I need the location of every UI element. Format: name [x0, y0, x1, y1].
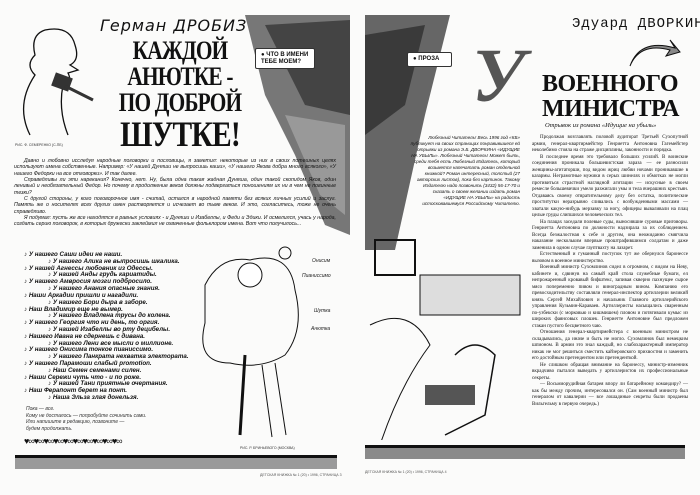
- title-line: ПО ДОБРОЙ: [118, 88, 242, 117]
- saying-item: ♪ Наши Сережи чуть что - и по роже.: [24, 373, 142, 381]
- saying-item: ♪ Наш Ферапонт берет на понт.: [24, 387, 127, 395]
- saying-item: ♪ У нашего Саши идеи не наши.: [24, 251, 123, 258]
- rubric-badge: ● ЧТО В ИМЕНИ ТЕБЕ МОЕМ?: [255, 48, 315, 70]
- saying-item: ♪ У нашего Алика не выпросишь шкалика.: [48, 257, 180, 265]
- man-with-hammer-illustration: [22, 28, 94, 136]
- saying-item: ♪ У нашего Амвросия мозги подбросило.: [24, 278, 152, 286]
- paragraph: В последнее время это требовало больших …: [532, 154, 688, 219]
- rubric-badge: ● ПРОЗА: [407, 52, 452, 67]
- pegasus-collage-illustration: [365, 15, 450, 250]
- saying-item: ♪ У нашей Агнессы любовник из Одессы.: [24, 264, 153, 272]
- left-page: РИС. Ф. СЕМЕРЕНКО (С-ПБ) Герман ДРОБИЗ К…: [14, 15, 350, 477]
- saying-item: ♪ У нашего Лени все мысли о миллионе.: [48, 339, 174, 347]
- figure-label: Анютка: [311, 326, 331, 332]
- title-line: ВОЕННОГО: [542, 71, 679, 97]
- paragraph: Я подумал: пусть же все находятся в равн…: [14, 215, 336, 228]
- saying-item: ♪ Наша Эльза злая донельзя.: [48, 394, 139, 402]
- paragraph: Отношения генерал-квартирмейстера с воен…: [532, 330, 688, 361]
- closing-line: будем продолжать.: [26, 425, 73, 432]
- saying-item: ♪ У нашей Изабеллы во рту децибелы.: [48, 325, 171, 333]
- saying-item: ♪ У нашего Парамоши слабый promotion.: [24, 360, 152, 367]
- closing-line: Или напишите в редакцию, позвоните —: [26, 419, 125, 425]
- paragraph: Справедливы ли эти нарекания? Конечно, н…: [14, 177, 336, 196]
- paragraph: Военный министр Сухомлинов сидел в огром…: [532, 265, 688, 329]
- saying-item: ♪ У нашего Анания опасные знания.: [48, 285, 160, 293]
- ornamental-drop-letter: У: [472, 34, 525, 118]
- saying-item: ♪ У нашей Анды грудь кариатиды.: [48, 271, 157, 279]
- ornament-divider: ♥∞♥∞♥∞♥∞♥∞♥∞♥∞♥∞♥∞♥∞: [24, 436, 123, 446]
- title-line: МИНИСТРА: [542, 96, 679, 122]
- page-footer: ДЕТСКАЯ КНИЖКА № 1 (20) • 1996, СТРАНИЦА…: [365, 470, 447, 474]
- figure-credit: РИС. Р. БРИНЬЕВОГО (МОСКВА): [240, 446, 295, 450]
- saying-item: ♪ У нашего Бори дыра в заборе.: [48, 298, 148, 306]
- figure-label: Шутка: [314, 308, 331, 314]
- title-line: АНЮТКЕ -: [127, 62, 233, 91]
- saying-item: ♪ У нашего Владлена трусы до колена.: [48, 312, 171, 320]
- arrow-icon: [629, 39, 681, 67]
- author-name: Эдуард ДВОРКИН: [572, 16, 700, 32]
- saying-item: ♪ Нашего Ивана не сдернешь с дивана.: [24, 332, 145, 340]
- title-line: КАЖДОЙ: [132, 36, 229, 65]
- bullet-icon: ●: [413, 56, 419, 62]
- illustration-credit: РИС. Ф. СЕМЕРЕНКО (С-ПБ): [15, 143, 63, 147]
- closing-line: Пока — все.: [26, 406, 55, 412]
- bullet-icon: ●: [261, 52, 267, 58]
- minister-office-illustration: [369, 239, 521, 440]
- saying-item: ♪ Наш Семен семенами силен.: [48, 366, 142, 374]
- closing-note: Пока — все. Кому не досталось — попробуй…: [26, 406, 196, 432]
- apple-tree-illustration: [202, 246, 299, 438]
- closing-line: Кому не досталось — попробуйте сочинить …: [26, 412, 147, 419]
- figure-label: Пианиссимо: [302, 273, 331, 279]
- bottom-band: [365, 445, 685, 459]
- author-name: Герман ДРОБИЗ: [100, 16, 248, 35]
- paragraph: С другой стороны, у кого поговорочное им…: [14, 196, 336, 215]
- saying-item: ♪ У нашего Онисима тонкое пианиссимо.: [24, 346, 154, 354]
- saying-item: ♪ Наши Аркадии пришли и нагадили.: [24, 291, 139, 299]
- saying-item: ♪ У нашего Панкрата нехватка электората.: [48, 353, 189, 361]
- page-footer: ДЕТСКАЯ КНИЖКА № 1 (20) • 1996, СТРАНИЦА…: [260, 473, 342, 477]
- story-text: Продолжая возглавлять половой аудиторат …: [532, 135, 688, 408]
- sayings-list: ♪ У нашего Саши идеи не наши.♪ У нашего …: [24, 251, 224, 402]
- article-title: КАЖДОЙ АНЮТКЕ - ПО ДОБРОЙ ШУТКЕ!: [100, 36, 260, 154]
- paragraph: — Восьмиорудийная батарея впору ли батар…: [532, 382, 688, 407]
- paragraph: Продолжая возглавлять половой аудиторат …: [532, 135, 688, 153]
- bottom-band: [15, 455, 337, 469]
- title-line: ШУТКЕ!: [120, 114, 241, 154]
- saying-item: ♪ Наш Владимир еще не вымер.: [24, 305, 123, 313]
- subtitle: Отрывок из романа «Идущие на убыль»: [545, 122, 657, 129]
- paragraph: Не слишком обращая внимание на баронессу…: [532, 362, 688, 381]
- paragraph: На плацах заседали полевые суды, выносив…: [532, 219, 688, 251]
- right-page: ● ПРОЗА Эдуард ДВОРКИН У ВОЕННОГО МИНИСТ…: [350, 0, 700, 495]
- figure-label: Онисим: [312, 258, 331, 264]
- paragraph: Естественный и гуманный поступок тут же …: [532, 252, 688, 264]
- intro-text: Давно и любовно исследуя народные погово…: [14, 158, 336, 228]
- saying-item: ♪ У нашей Тани приятные очертания.: [48, 380, 168, 388]
- paragraph: Давно и любовно исследуя народные погово…: [14, 158, 336, 177]
- saying-item: ♪ У нашего Георгия что ни день, то оргия…: [24, 319, 160, 327]
- editorial-note: Любезный Читатель! Весь 1996 год «КБ» пу…: [410, 135, 520, 206]
